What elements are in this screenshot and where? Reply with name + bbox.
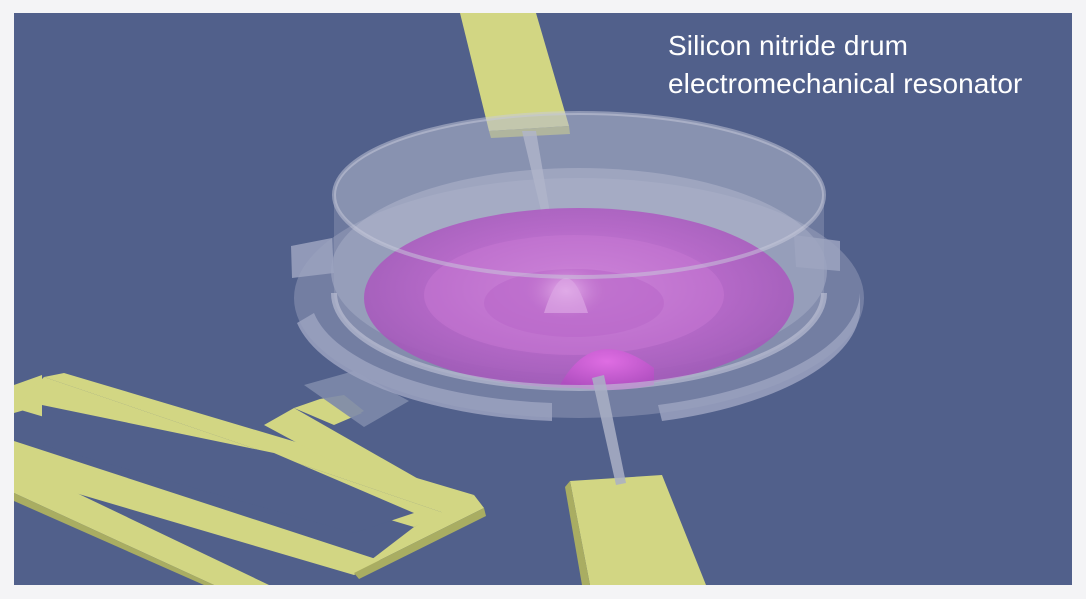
render-frame: Silicon nitride drum electromechanical r… — [14, 13, 1072, 585]
membrane — [364, 208, 794, 388]
inductor-bridge — [304, 371, 409, 427]
caption: Silicon nitride drum electromechanical r… — [668, 27, 1022, 103]
resonator-render — [14, 13, 1072, 585]
bottom-electrode — [570, 475, 706, 585]
top-electrode — [460, 13, 569, 131]
meander-inductor — [14, 373, 486, 585]
membrane-lobe — [560, 349, 654, 390]
caption-line-1: Silicon nitride drum — [668, 30, 909, 61]
caption-line-2: electromechanical resonator — [668, 68, 1023, 99]
